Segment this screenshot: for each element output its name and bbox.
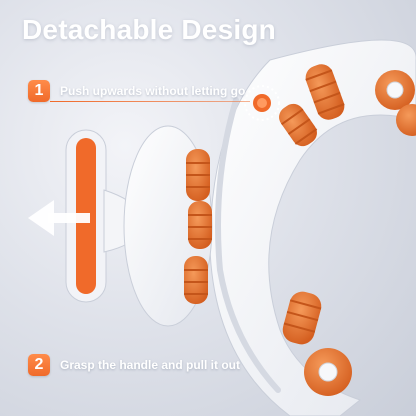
release-button-icon: [244, 85, 280, 121]
roller: [279, 103, 318, 147]
step-1-text: Push upwards without letting go: [60, 84, 246, 98]
step-2-text: Grasp the handle and pull it out: [60, 358, 241, 372]
step-1: 1 Push upwards without letting go: [28, 80, 245, 102]
step-1-leader-line: [50, 101, 250, 102]
step-1-badge: 1: [28, 80, 50, 102]
detachable-handle: [65, 125, 213, 327]
roller: [304, 348, 352, 396]
page-title: Detachable Design: [22, 14, 276, 45]
step-2: 2 Grasp the handle and pull it out: [28, 354, 240, 376]
roller: [396, 104, 416, 136]
roller: [375, 70, 415, 110]
handle-rollers: [184, 149, 212, 304]
step-2-badge: 2: [28, 354, 50, 376]
frame-rollers: [279, 64, 416, 396]
left-arrow-icon: [28, 200, 90, 236]
roller: [282, 291, 322, 345]
roller: [305, 64, 345, 120]
